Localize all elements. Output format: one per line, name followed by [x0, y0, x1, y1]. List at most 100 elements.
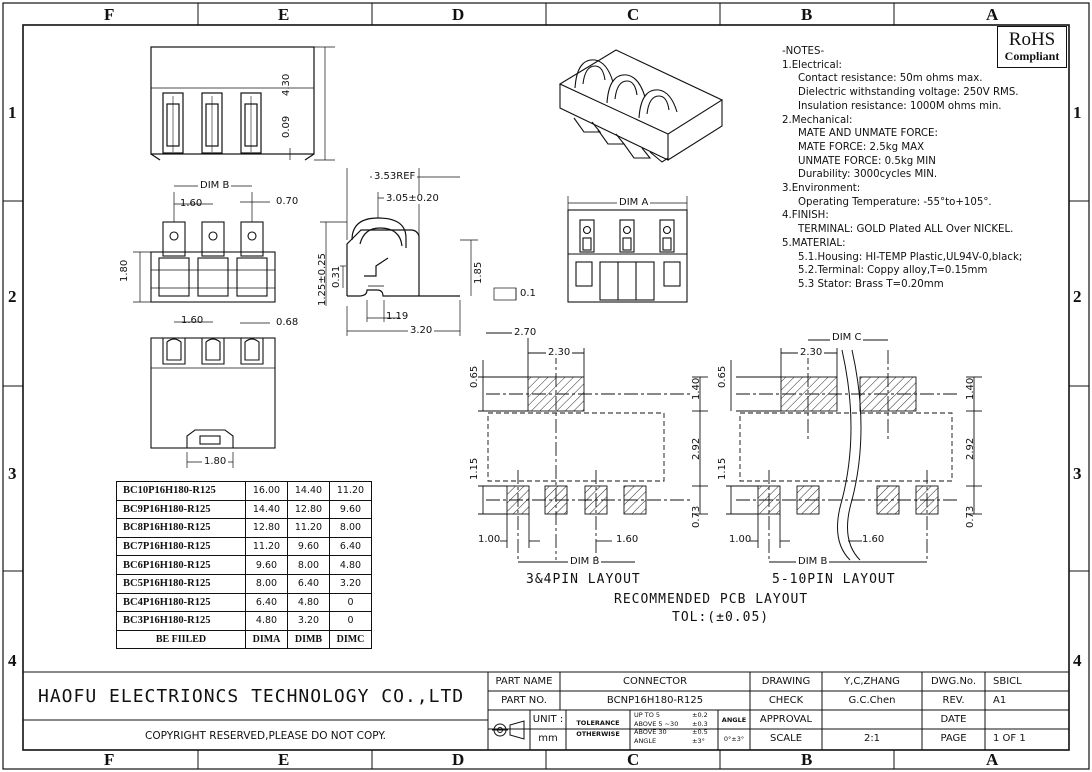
page-label: PAGE [940, 733, 967, 744]
table-cell: 0 [329, 611, 372, 631]
dim-label-1-60-bottom: 1.60 [181, 315, 204, 326]
bottom-contact-1 [162, 338, 186, 365]
rev-value: A1 [993, 695, 1007, 706]
pcb-right-dim-b: DIM B [796, 556, 830, 567]
table-cell: 6.40 [287, 573, 330, 594]
pcb-left [478, 332, 708, 563]
dim-label-flatness: 0.1 [520, 288, 536, 299]
table-cell: 4.80 [245, 611, 288, 631]
pcb-caption: RECOMMENDED PCB LAYOUT [614, 592, 809, 607]
pcb-right-2-30: 2.30 [798, 347, 825, 358]
dim-label-dim-a: DIM A [617, 197, 651, 208]
company-name: HAOFU ELECTRIONCS TECHNOLOGY CO.,LTD [38, 686, 465, 707]
bottom-view [150, 337, 276, 449]
top-view-outline [150, 46, 315, 161]
dim-label-4-30: 4.30 [281, 73, 292, 96]
zone-col-b-top: B [801, 5, 813, 24]
angle-value: 0°±3° [723, 735, 745, 743]
table-cell: 3.20 [329, 573, 372, 594]
front-contact-2 [197, 221, 229, 297]
tol-value: ±3° [692, 736, 705, 745]
part-no-value: BCNP16H180-R125 [606, 695, 704, 706]
check-value: G.C.Chen [848, 695, 896, 706]
pcb-right-0-73: 0.73 [965, 505, 976, 528]
pcb-left-2-70: 2.70 [512, 327, 539, 338]
front-view [150, 221, 276, 303]
table-cell: BC8P16H180-R125 [116, 518, 246, 538]
dim-label-dim-b: DIM B [198, 180, 232, 191]
pcb-right-0-65: 0.65 [717, 365, 728, 388]
tolerance-label: TOLERANCE [576, 719, 620, 727]
note-line: Contact resistance: 50m ohms max. [798, 73, 983, 85]
zone-col-f-top: F [104, 5, 115, 24]
pcb-left-1-00: 1.00 [478, 534, 501, 545]
table-cell: BC3P16H180-R125 [116, 611, 246, 631]
part-no-label: PART NO. [501, 695, 547, 706]
zone-row-3-left: 3 [8, 464, 17, 483]
zone-row-4-right: 4 [1073, 651, 1082, 670]
pcb-left-2-30: 2.30 [546, 347, 573, 358]
rev-label: REV. [942, 695, 965, 706]
table-cell: 11.20 [287, 518, 330, 538]
tol-range: ABOVE 5 ~30 [634, 719, 679, 728]
top-contact-2 [201, 92, 223, 154]
pcb-right-1-00: 1.00 [729, 534, 752, 545]
table-cell: BC9P16H180-R125 [116, 499, 246, 520]
table-cell: 14.40 [287, 481, 330, 501]
table-header-cell: DIMA [245, 629, 288, 650]
pcb-left-title: 3&4PIN LAYOUT [526, 572, 641, 587]
approval-label: APPROVAL [759, 714, 813, 725]
tol-range: ABOVE 30 [634, 728, 667, 736]
bottom-contact-3 [240, 338, 264, 365]
front-view-dims [133, 185, 270, 303]
table-cell: 12.80 [245, 518, 288, 538]
zone-col-f-bottom: F [104, 750, 115, 769]
zone-row-3-right: 3 [1073, 464, 1082, 483]
dim-label-0-70: 0.70 [276, 196, 299, 207]
table-cell: 11.20 [329, 481, 372, 501]
pcb-right-1-40: 1.40 [965, 377, 976, 400]
table-header-cell: BE FIILED [116, 629, 246, 650]
zone-col-a-top: A [986, 5, 999, 24]
otherwise-label: OTHERWISE [576, 730, 620, 738]
notes-block: -NOTES- 1.Electrical: Contact resistance… [782, 45, 1022, 292]
dim-label-0-31: 0.31 [331, 265, 342, 288]
scale-value: 2:1 [863, 733, 881, 744]
rohs-label: RoHS [1008, 29, 1056, 50]
part-name-label: PART NAME [495, 676, 553, 687]
scale-label: SCALE [769, 733, 803, 744]
check-label: CHECK [768, 695, 804, 706]
note-line: 1.Electrical: [782, 59, 842, 71]
part-name-value: CONNECTOR [622, 676, 688, 687]
dwg-no-value: SBICL [993, 676, 1022, 687]
note-line: Insulation resistance: 1000M ohms min. [798, 100, 1002, 112]
note-line: 5.MATERIAL: [782, 237, 846, 249]
zone-col-d-bottom: D [452, 750, 465, 769]
copyright-notice: COPYRIGHT RESERVED,PLEASE DO NOT COPY. [145, 730, 386, 742]
table-cell: 12.80 [287, 499, 330, 520]
table-cell: 6.40 [329, 536, 372, 557]
pcb-left-dim-b: DIM B [568, 556, 602, 567]
note-line: Dielectric withstanding voltage: 250V RM… [798, 87, 1019, 99]
pcb-right-title: 5-10PIN LAYOUT [772, 572, 896, 587]
dim-label-1-19: 1.19 [386, 311, 409, 322]
bottom-view-dims [174, 321, 270, 468]
zone-col-d-top: D [452, 5, 465, 24]
table-header-cell: DIMC [329, 629, 372, 650]
pcb-right [726, 339, 982, 563]
page-value: 1 OF 1 [993, 733, 1026, 744]
note-line: 4.FINISH: [782, 210, 829, 222]
tol-value: ±0.2 [692, 711, 708, 719]
note-line: 5.3 Stator: Brass T=0.20mm [798, 278, 944, 290]
front-contact-3 [236, 221, 268, 297]
pcb-left-1-15: 1.15 [469, 457, 480, 480]
note-line: 3.Environment: [782, 183, 861, 195]
table-cell: 8.00 [245, 573, 288, 594]
note-line: Durability: 3000cycles MIN. [798, 169, 938, 181]
zone-row-2-right: 2 [1073, 287, 1082, 306]
